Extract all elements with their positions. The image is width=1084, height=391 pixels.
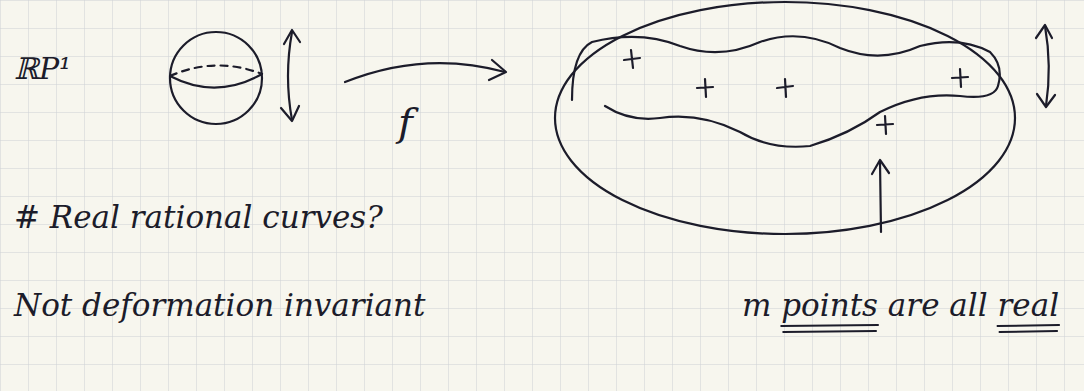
question-note: # Real rational curves? <box>14 200 383 234</box>
pointer-arrow <box>880 162 881 232</box>
real-locus <box>572 36 1000 146</box>
underline <box>781 325 878 326</box>
underline <box>783 331 876 332</box>
space-label: ℝP¹ <box>14 52 71 85</box>
equator-front <box>170 74 262 88</box>
arrow-head <box>284 30 300 44</box>
map-arrow <box>345 63 505 82</box>
arrow-head <box>1036 25 1052 38</box>
point-mark <box>697 79 713 97</box>
points-note: m points are all real <box>742 288 1059 322</box>
equator-back <box>170 65 262 76</box>
target-surface <box>555 2 1015 234</box>
arrow-head <box>1037 94 1055 107</box>
remark-note: Not deformation invariant <box>14 288 426 322</box>
arrow-head <box>489 60 506 80</box>
point-mark <box>877 116 893 134</box>
underline <box>998 325 1060 326</box>
underline <box>1000 331 1058 332</box>
point-mark <box>777 79 793 97</box>
map-label: f <box>398 100 413 144</box>
sphere <box>170 32 262 124</box>
double-arrow <box>288 32 292 120</box>
point-mark <box>952 69 968 87</box>
point-mark <box>624 50 640 68</box>
double-arrow <box>1045 26 1049 106</box>
arrow-head <box>872 160 889 174</box>
arrow-head <box>281 106 299 121</box>
